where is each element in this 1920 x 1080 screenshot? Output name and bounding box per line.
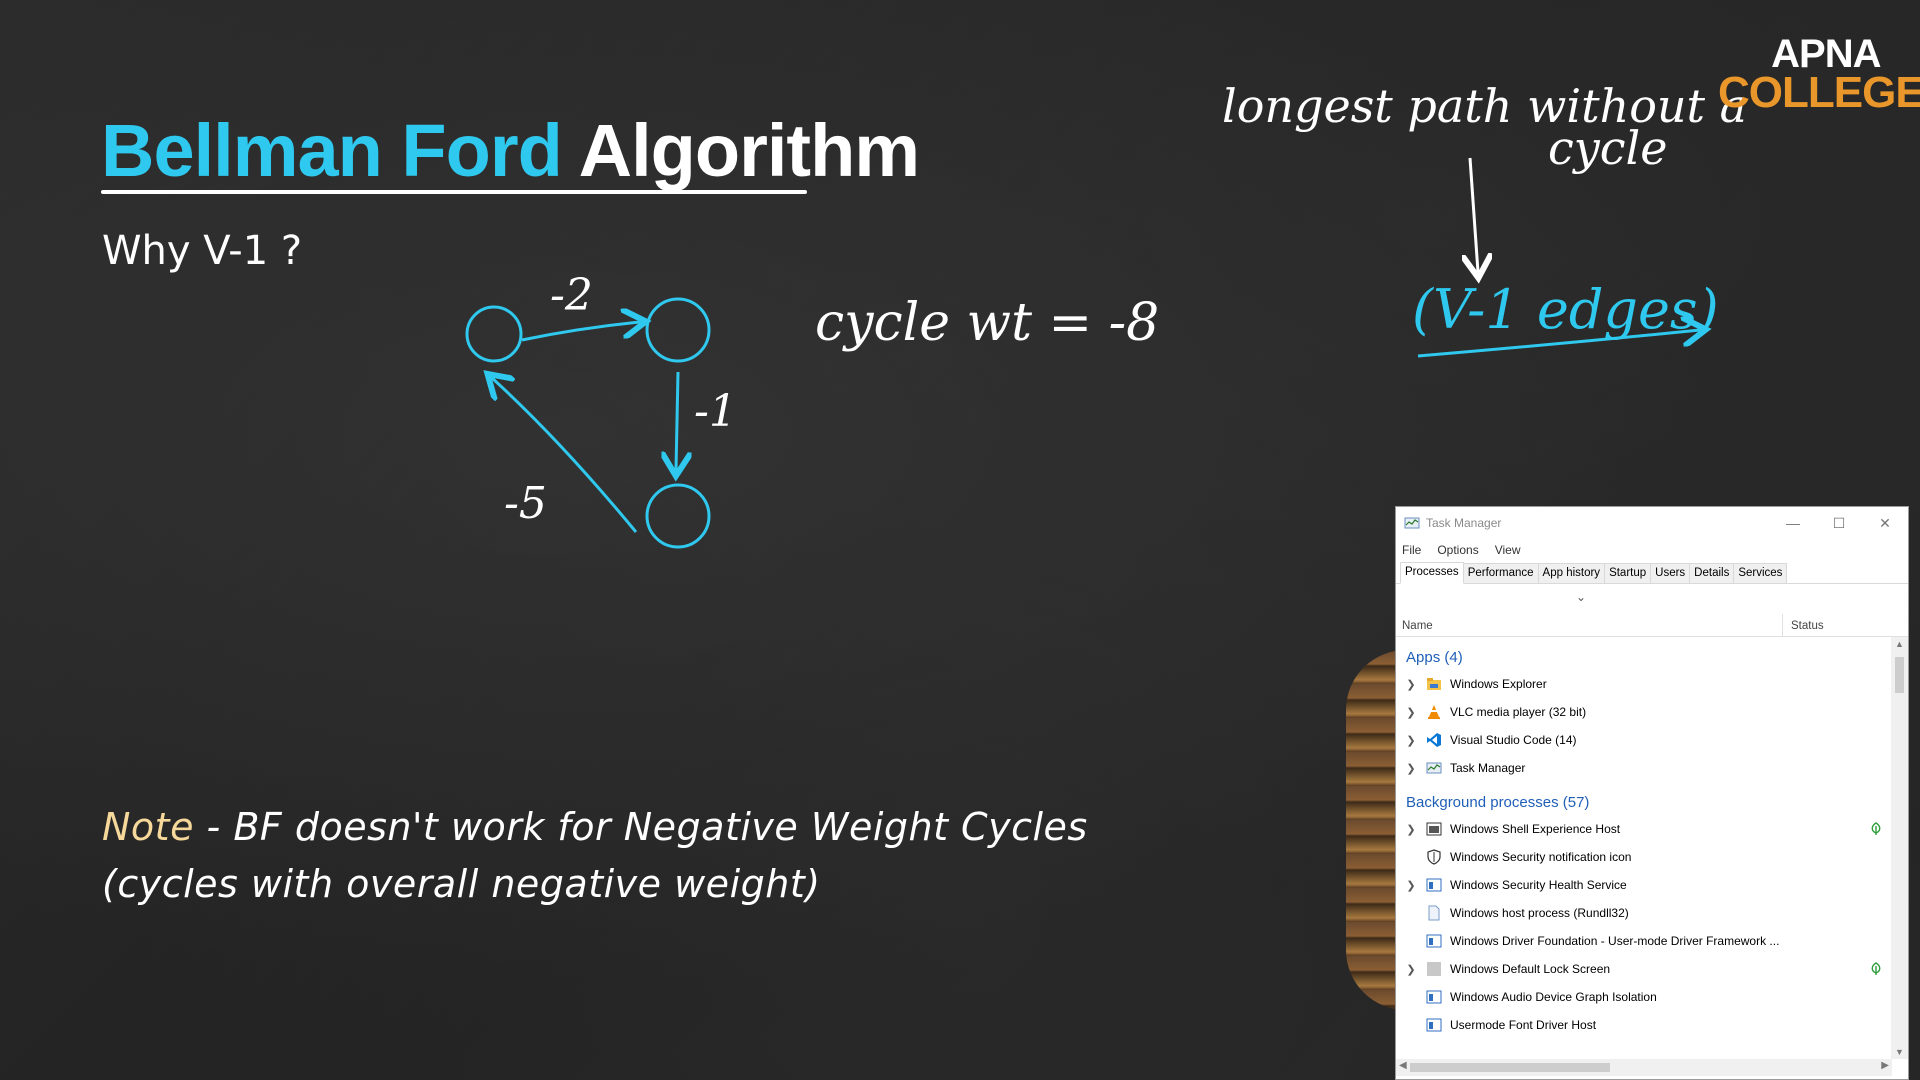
- menu-options[interactable]: Options: [1437, 543, 1479, 557]
- tm-window-title: Task Manager: [1426, 516, 1502, 530]
- shield-icon: [1426, 849, 1442, 865]
- horizontal-scroll-thumb[interactable]: [1410, 1063, 1610, 1072]
- process-name: VLC media player (32 bit): [1450, 705, 1587, 719]
- close-icon[interactable]: ✕: [1879, 514, 1891, 531]
- process-name: Visual Studio Code (14): [1450, 733, 1577, 747]
- slide-title: Bellman Ford Algorithm: [101, 108, 920, 193]
- title-blue-part: Bellman Ford: [101, 109, 563, 192]
- efficiency-leaf-icon: [1870, 822, 1882, 839]
- note-line-1: Note - BF doesn't work for Negative Weig…: [102, 805, 1088, 849]
- note-line-2: (cycles with overall negative weight): [102, 862, 821, 906]
- minimize-icon[interactable]: —: [1786, 515, 1800, 531]
- background-group-header[interactable]: Background processes (57): [1406, 794, 1590, 811]
- scroll-left-icon[interactable]: ◀: [1399, 1060, 1407, 1071]
- chevron-right-icon[interactable]: ❯: [1406, 734, 1416, 747]
- process-name: Windows host process (Rundll32): [1450, 906, 1629, 920]
- chevron-down-icon[interactable]: ⌄: [1576, 590, 1587, 604]
- task-manager-icon: [1404, 517, 1420, 529]
- tab-app-history[interactable]: App history: [1537, 563, 1606, 583]
- chevron-right-icon[interactable]: ❯: [1406, 879, 1416, 892]
- column-status[interactable]: Status: [1782, 614, 1824, 636]
- process-row[interactable]: ❯ Visual Studio Code (14): [1396, 726, 1892, 754]
- process-name: Windows Security Health Service: [1450, 878, 1627, 892]
- window-icon: [1426, 933, 1442, 949]
- chevron-right-icon[interactable]: ❯: [1406, 963, 1416, 976]
- sort-indicator-row: ⌄: [1396, 584, 1908, 610]
- menu-view[interactable]: View: [1494, 543, 1521, 557]
- process-row[interactable]: ❯ Windows Explorer: [1396, 670, 1892, 698]
- tab-startup[interactable]: Startup: [1604, 563, 1652, 583]
- window-icon: [1426, 877, 1442, 893]
- tab-details[interactable]: Details: [1689, 563, 1735, 583]
- process-row[interactable]: Windows Driver Foundation - User-mode Dr…: [1396, 927, 1892, 955]
- process-row[interactable]: ❯ Windows Default Lock Screen: [1396, 955, 1892, 983]
- task-manager-window: Task Manager — ☐ ✕ File Options View Pro…: [1395, 506, 1909, 1080]
- window-icon: [1426, 989, 1442, 1005]
- process-name: Windows Default Lock Screen: [1450, 962, 1611, 976]
- title-underline: [101, 190, 807, 194]
- column-name[interactable]: Name: [1402, 620, 1433, 632]
- logo-line-1: APNA: [1771, 32, 1881, 76]
- scroll-up-icon[interactable]: ▲: [1895, 639, 1904, 649]
- tm-titlebar[interactable]: Task Manager — ☐ ✕: [1396, 507, 1908, 539]
- process-name: Windows Explorer: [1450, 677, 1547, 691]
- vlc-cone-icon: [1426, 704, 1442, 720]
- column-header-row: Name Status: [1396, 610, 1908, 637]
- folder-icon: [1426, 676, 1442, 692]
- apps-group-header[interactable]: Apps (4): [1406, 649, 1463, 666]
- window-icon: [1426, 821, 1442, 837]
- process-row[interactable]: ❯ Task Manager: [1396, 754, 1892, 782]
- scroll-right-icon[interactable]: ▶: [1881, 1060, 1889, 1071]
- horizontal-scrollbar[interactable]: ◀ ▶: [1396, 1059, 1892, 1076]
- tab-services[interactable]: Services: [1733, 563, 1788, 583]
- chevron-right-icon[interactable]: ❯: [1406, 762, 1416, 775]
- process-row[interactable]: ❯ VLC media player (32 bit): [1396, 698, 1892, 726]
- process-row[interactable]: Windows host process (Rundll32): [1396, 899, 1892, 927]
- chevron-right-icon[interactable]: ❯: [1406, 823, 1416, 836]
- note-text: - BF doesn't work for Negative Weight Cy…: [193, 805, 1088, 849]
- process-row[interactable]: Usermode Font Driver Host: [1396, 1011, 1892, 1039]
- document-icon: [1426, 905, 1442, 921]
- title-white-part: Algorithm: [578, 109, 920, 192]
- tab-users[interactable]: Users: [1650, 563, 1691, 583]
- note-label: Note: [102, 805, 194, 849]
- process-row[interactable]: ❯ Windows Security Health Service: [1396, 871, 1892, 899]
- chevron-right-icon[interactable]: ❯: [1406, 706, 1416, 719]
- slide-subtitle: Why V-1 ?: [102, 228, 303, 274]
- apna-college-logo: APNA COLLEGE: [1718, 32, 1920, 114]
- process-list: Apps (4) ❯ Windows Explorer ❯ VLC media …: [1396, 637, 1892, 1059]
- vertical-scroll-thumb[interactable]: [1895, 657, 1904, 693]
- tab-performance[interactable]: Performance: [1462, 563, 1539, 583]
- maximize-icon[interactable]: ☐: [1832, 514, 1846, 531]
- vscode-icon: [1426, 732, 1442, 748]
- efficiency-leaf-icon: [1870, 962, 1882, 979]
- process-row[interactable]: ❯ Windows Shell Experience Host: [1396, 815, 1892, 843]
- menu-file[interactable]: File: [1402, 543, 1422, 557]
- process-name: Windows Shell Experience Host: [1450, 822, 1621, 836]
- task-manager-icon: [1426, 760, 1442, 776]
- window-icon: [1426, 1017, 1442, 1033]
- tm-menubar: File Options View: [1396, 539, 1908, 561]
- process-row[interactable]: Windows Security notification icon: [1396, 843, 1892, 871]
- process-row[interactable]: Windows Audio Device Graph Isolation: [1396, 983, 1892, 1011]
- vertical-scrollbar[interactable]: ▲ ▼: [1891, 637, 1908, 1059]
- scroll-down-icon[interactable]: ▼: [1895, 1047, 1904, 1057]
- tab-processes[interactable]: Processes: [1400, 562, 1464, 584]
- gray-square-icon: [1426, 961, 1442, 977]
- process-name: Task Manager: [1450, 761, 1526, 775]
- logo-line-2: COLLEGE: [1718, 67, 1920, 117]
- process-name: Windows Audio Device Graph Isolation: [1450, 990, 1657, 1004]
- process-name: Windows Driver Foundation - User-mode Dr…: [1450, 934, 1780, 948]
- chevron-right-icon[interactable]: ❯: [1406, 678, 1416, 691]
- tm-tabs: Processes Performance App history Startu…: [1396, 561, 1908, 584]
- process-name: Windows Security notification icon: [1450, 850, 1632, 864]
- process-name: Usermode Font Driver Host: [1450, 1018, 1597, 1032]
